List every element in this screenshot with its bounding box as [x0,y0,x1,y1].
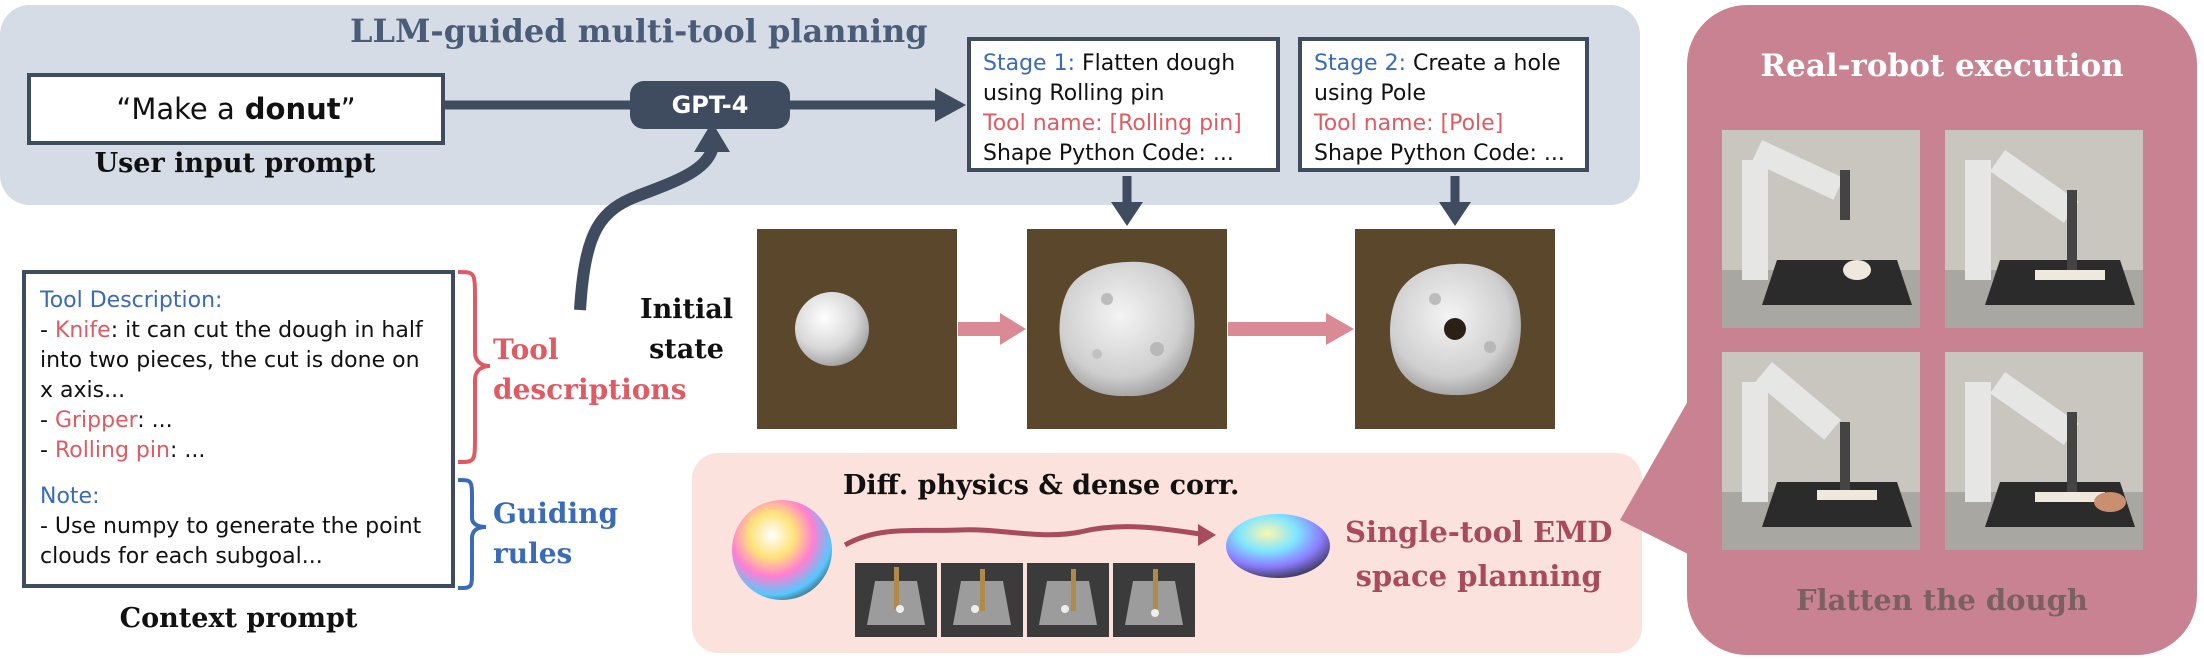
user-prompt-box: “Make a donut ” [27,73,445,145]
context-prompt-box: Tool Description: - Knife: it can cut th… [22,270,455,588]
guiding-rules-line2: rules [493,537,573,570]
stage1-tag: Stage 1: [983,51,1075,76]
dough-ball-icon [795,292,869,366]
sim-thumbnail [855,563,937,637]
stage2-tag: Stage 2: [1314,51,1406,76]
source-pointcloud-icon [732,500,832,600]
sim-transition-arrowhead-1 [1000,313,1026,345]
stage2-box: Stage 2: Create a hole using Pole Tool n… [1298,37,1589,172]
emd-planning-title: Single-tool EMD space planning [1345,510,1612,598]
context-to-gpt-arrow [574,147,718,311]
knife-desc: : it can cut the dough in half into two … [40,318,423,403]
robot-photo [1722,352,1920,550]
tool-descriptions-brace [457,270,491,464]
rolling-pin-entry: - Rolling pin: ... [40,438,206,463]
emd-title-line1: Single-tool EMD [1345,515,1613,549]
gripper-name: Gripper [54,408,138,433]
sim-thumbnail [941,563,1023,637]
tool-descriptions-label: Tool descriptions [493,330,687,410]
initial-state-line2: state [649,334,724,365]
guiding-rules-label: Guiding rules [493,494,618,574]
tool-description-header: Tool Description: [40,288,223,313]
note-header: Note: [40,484,100,509]
stage1-box: Stage 1: Flatten dough using Rolling pin… [967,37,1280,172]
gripper-entry: - Gripper: ... [40,408,173,433]
stage1-down-arrowhead [1111,202,1143,226]
diff-physics-wavy-arrow [843,524,1201,548]
robot-photo [1722,130,1920,328]
stage2-down-arrowhead [1439,202,1471,226]
stage1-code-line: Shape Python Code: ... [983,141,1234,166]
robot-caption: Flatten the dough [1796,583,2088,617]
gpt-to-stage-arrowhead [935,88,966,122]
donut-dough-icon [1389,263,1521,396]
stage2-action: Create a hole using Pole [1314,51,1561,106]
llm-panel-title: LLM-guided multi-tool planning [350,12,928,50]
sim-stage2-image [1355,229,1555,429]
user-input-label: User input prompt [94,148,376,179]
sim-thumbnail [1027,563,1109,637]
user-prompt-close-quote: ” [340,92,356,126]
real-robot-title: Real-robot execution [1760,48,2124,84]
sim-transition-arrowhead-2 [1326,313,1354,345]
user-prompt-keyword: donut [244,92,341,126]
initial-state-line1: Initial [640,294,733,325]
flat-dough-icon [1059,261,1195,397]
sim-stage1-image [1027,229,1227,429]
note-text: - Use numpy to generate the point clouds… [40,514,422,569]
context-prompt-label: Context prompt [119,603,358,634]
sim-initial-image [757,229,957,429]
context-to-gpt-arrowhead [694,122,730,152]
guiding-rules-brace [457,478,487,590]
tool-descriptions-line2: descriptions [493,373,687,406]
gpt4-node: GPT-4 [630,81,790,129]
knife-name: Knife [54,318,111,343]
rolling-pin-desc: : ... [169,438,206,463]
initial-state-label: Initial state [640,290,733,370]
stage2-tool-value: [Pole] [1440,111,1504,136]
user-prompt-text: “Make a [116,92,235,126]
stage1-action: Flatten dough using Rolling pin [983,51,1236,106]
sim-thumbnail [1113,563,1195,637]
target-pointcloud-icon [1226,514,1330,578]
diff-physics-label: Diff. physics & dense corr. [843,470,1240,501]
gripper-desc: : ... [137,408,173,433]
knife-entry: - Knife: it can cut the dough in half in… [40,318,423,403]
robot-photo [1945,130,2143,328]
stage2-code-line: Shape Python Code: ... [1314,141,1565,166]
rolling-pin-name: Rolling pin [54,438,170,463]
robot-panel-tail [1620,380,1700,560]
tool-descriptions-line1: Tool [493,333,559,366]
stage2-tool-key: Tool name: [1314,111,1434,136]
guiding-rules-line1: Guiding [493,497,619,530]
robot-photo [1945,352,2143,550]
stage1-tool-key: Tool name: [983,111,1103,136]
diff-physics-arrowhead [1198,524,1216,546]
stage1-tool-value: [Rolling pin] [1109,111,1242,136]
emd-title-line2: space planning [1355,559,1602,593]
